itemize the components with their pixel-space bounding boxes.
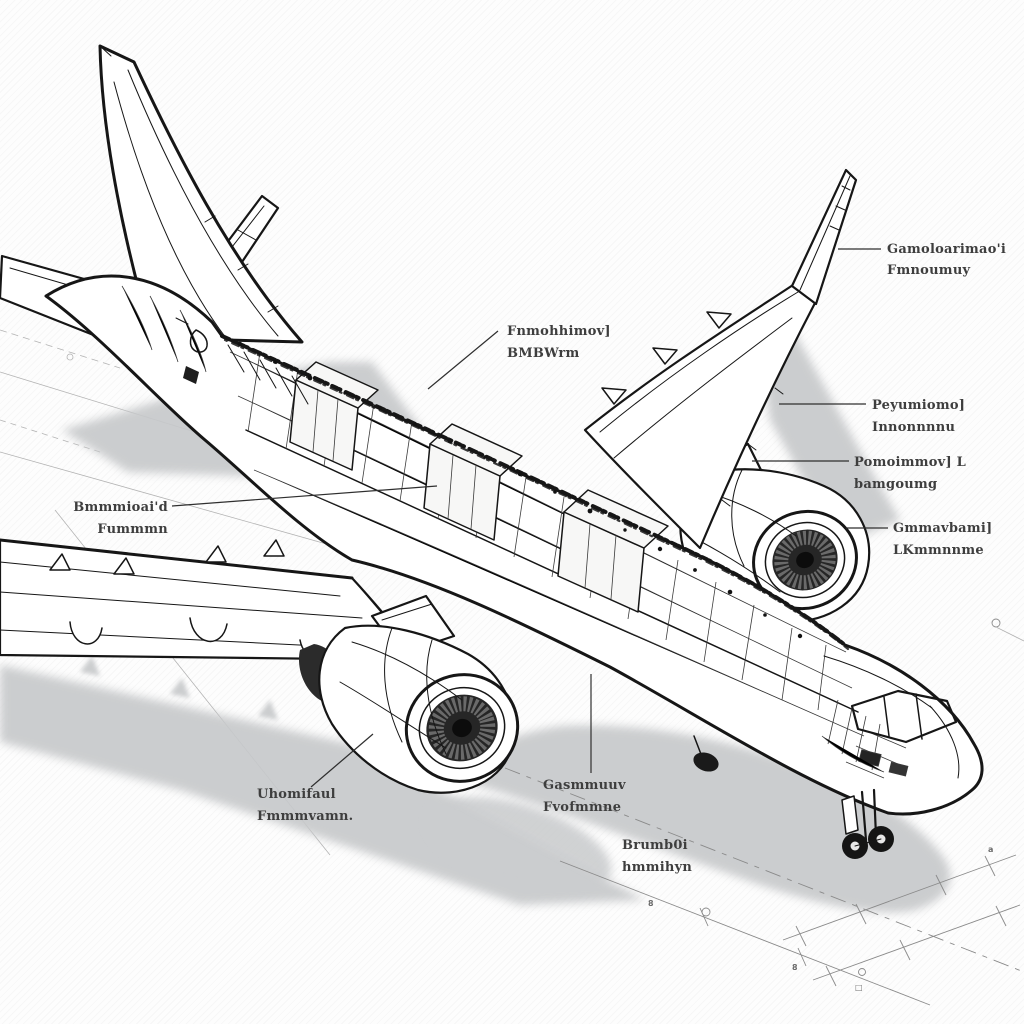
label-text: Innonnnnu (872, 420, 955, 435)
fuselage-frames (247, 351, 827, 711)
label-text: Fummmn (97, 522, 168, 537)
right-wing (583, 168, 858, 550)
label-text: Fmmmvamn. (257, 809, 353, 824)
label-nose-gear: Brumb0i hmmihyn (622, 838, 692, 875)
aft-porthole (189, 329, 208, 353)
label-text: Gmmavbami] (893, 521, 992, 536)
right-wing-surface (583, 283, 817, 550)
right-wing-flap-fairings (601, 311, 732, 405)
windshield-mullions (883, 693, 923, 740)
dim-mark: a (988, 845, 993, 854)
label-text: Gamoloarimao'i (887, 242, 1006, 257)
label-right-engine: Gmmavbami] LKmmnnme (893, 521, 992, 558)
datum-circle (991, 618, 1001, 628)
dim-mark: 8 (792, 963, 798, 972)
fuselage-interior-structure (121, 285, 865, 737)
dim-mark: 8 (648, 899, 654, 908)
right-wing-shadow (760, 333, 900, 545)
annotation-labels: Gamoloarimao'i Fmnoumuy Fnmohhimov] BMBW… (73, 242, 1006, 875)
rudder-line (127, 69, 279, 337)
label-text: LKmmnnme (893, 543, 984, 558)
label-wing-upper: Peyumiomo] Innonnnnu (872, 398, 965, 435)
label-text: Peyumiomo] (872, 398, 965, 413)
label-text: Fvofmmne (543, 800, 621, 815)
cut-start-hatching (227, 344, 309, 405)
cabin-floor-line (245, 429, 859, 713)
main-wheel (693, 752, 719, 772)
left-wing-fairing-tabs (49, 539, 285, 575)
cockpit (821, 655, 960, 779)
label-left-fuselage: Bmmmioai'd Fummmn (73, 500, 168, 537)
rear-fuselage-details (175, 317, 208, 384)
aft-door-marking (183, 366, 199, 384)
label-text: bamgoumg (854, 477, 937, 492)
gear-door (841, 795, 859, 835)
left-engine (298, 594, 520, 794)
label-text: hmmihyn (622, 860, 692, 875)
nose-landing-gear (841, 788, 894, 859)
label-text: Brumb0i (622, 838, 688, 853)
label-text: Fnmohhimov] (507, 324, 611, 339)
right-engine-spinner (796, 551, 814, 569)
label-wing-lower: Pomoimmov] L bamgoumg (854, 455, 966, 492)
cockpit-windshield (850, 689, 958, 744)
leader-lines (171, 248, 888, 788)
label-text: Bmmmioai'd (73, 500, 168, 515)
vertical-stabilizer (98, 44, 304, 344)
left-wing (0, 538, 422, 662)
dimension-lines: 8 a □ 8 (504, 618, 1024, 1006)
label-belly: Gasmmuuv Fvofmmne (543, 778, 626, 815)
left-engine-spinner (452, 718, 472, 738)
label-text: Uhomifaul (257, 787, 336, 802)
left-wing-trailing-edge (0, 538, 354, 580)
fuselage-nose-shadow (460, 725, 951, 913)
label-winglet: Gamoloarimao'i Fmnoumuy (887, 242, 1006, 278)
label-left-engine: Uhomifaul Fmmmvamn. (257, 787, 353, 824)
label-text: Gasmmuuv (543, 778, 626, 793)
label-text: Pomoimmov] L (854, 455, 966, 470)
main-landing-gear (693, 735, 719, 772)
right-winglet (790, 168, 858, 306)
label-text: Fmnoumuy (887, 263, 971, 278)
label-fuselage-cut: Fnmohhimov] BMBWrm (507, 324, 611, 361)
label-text: BMBWrm (507, 346, 580, 361)
slat-division-ticks (721, 387, 784, 507)
left-engine-shadow (428, 796, 612, 894)
tailcone-frames (121, 285, 207, 373)
radome-seam (929, 705, 960, 779)
dim-mark: □ (855, 983, 863, 992)
cockpit-interior-hatching (821, 699, 909, 779)
cutaway-torn-edge (220, 334, 850, 651)
